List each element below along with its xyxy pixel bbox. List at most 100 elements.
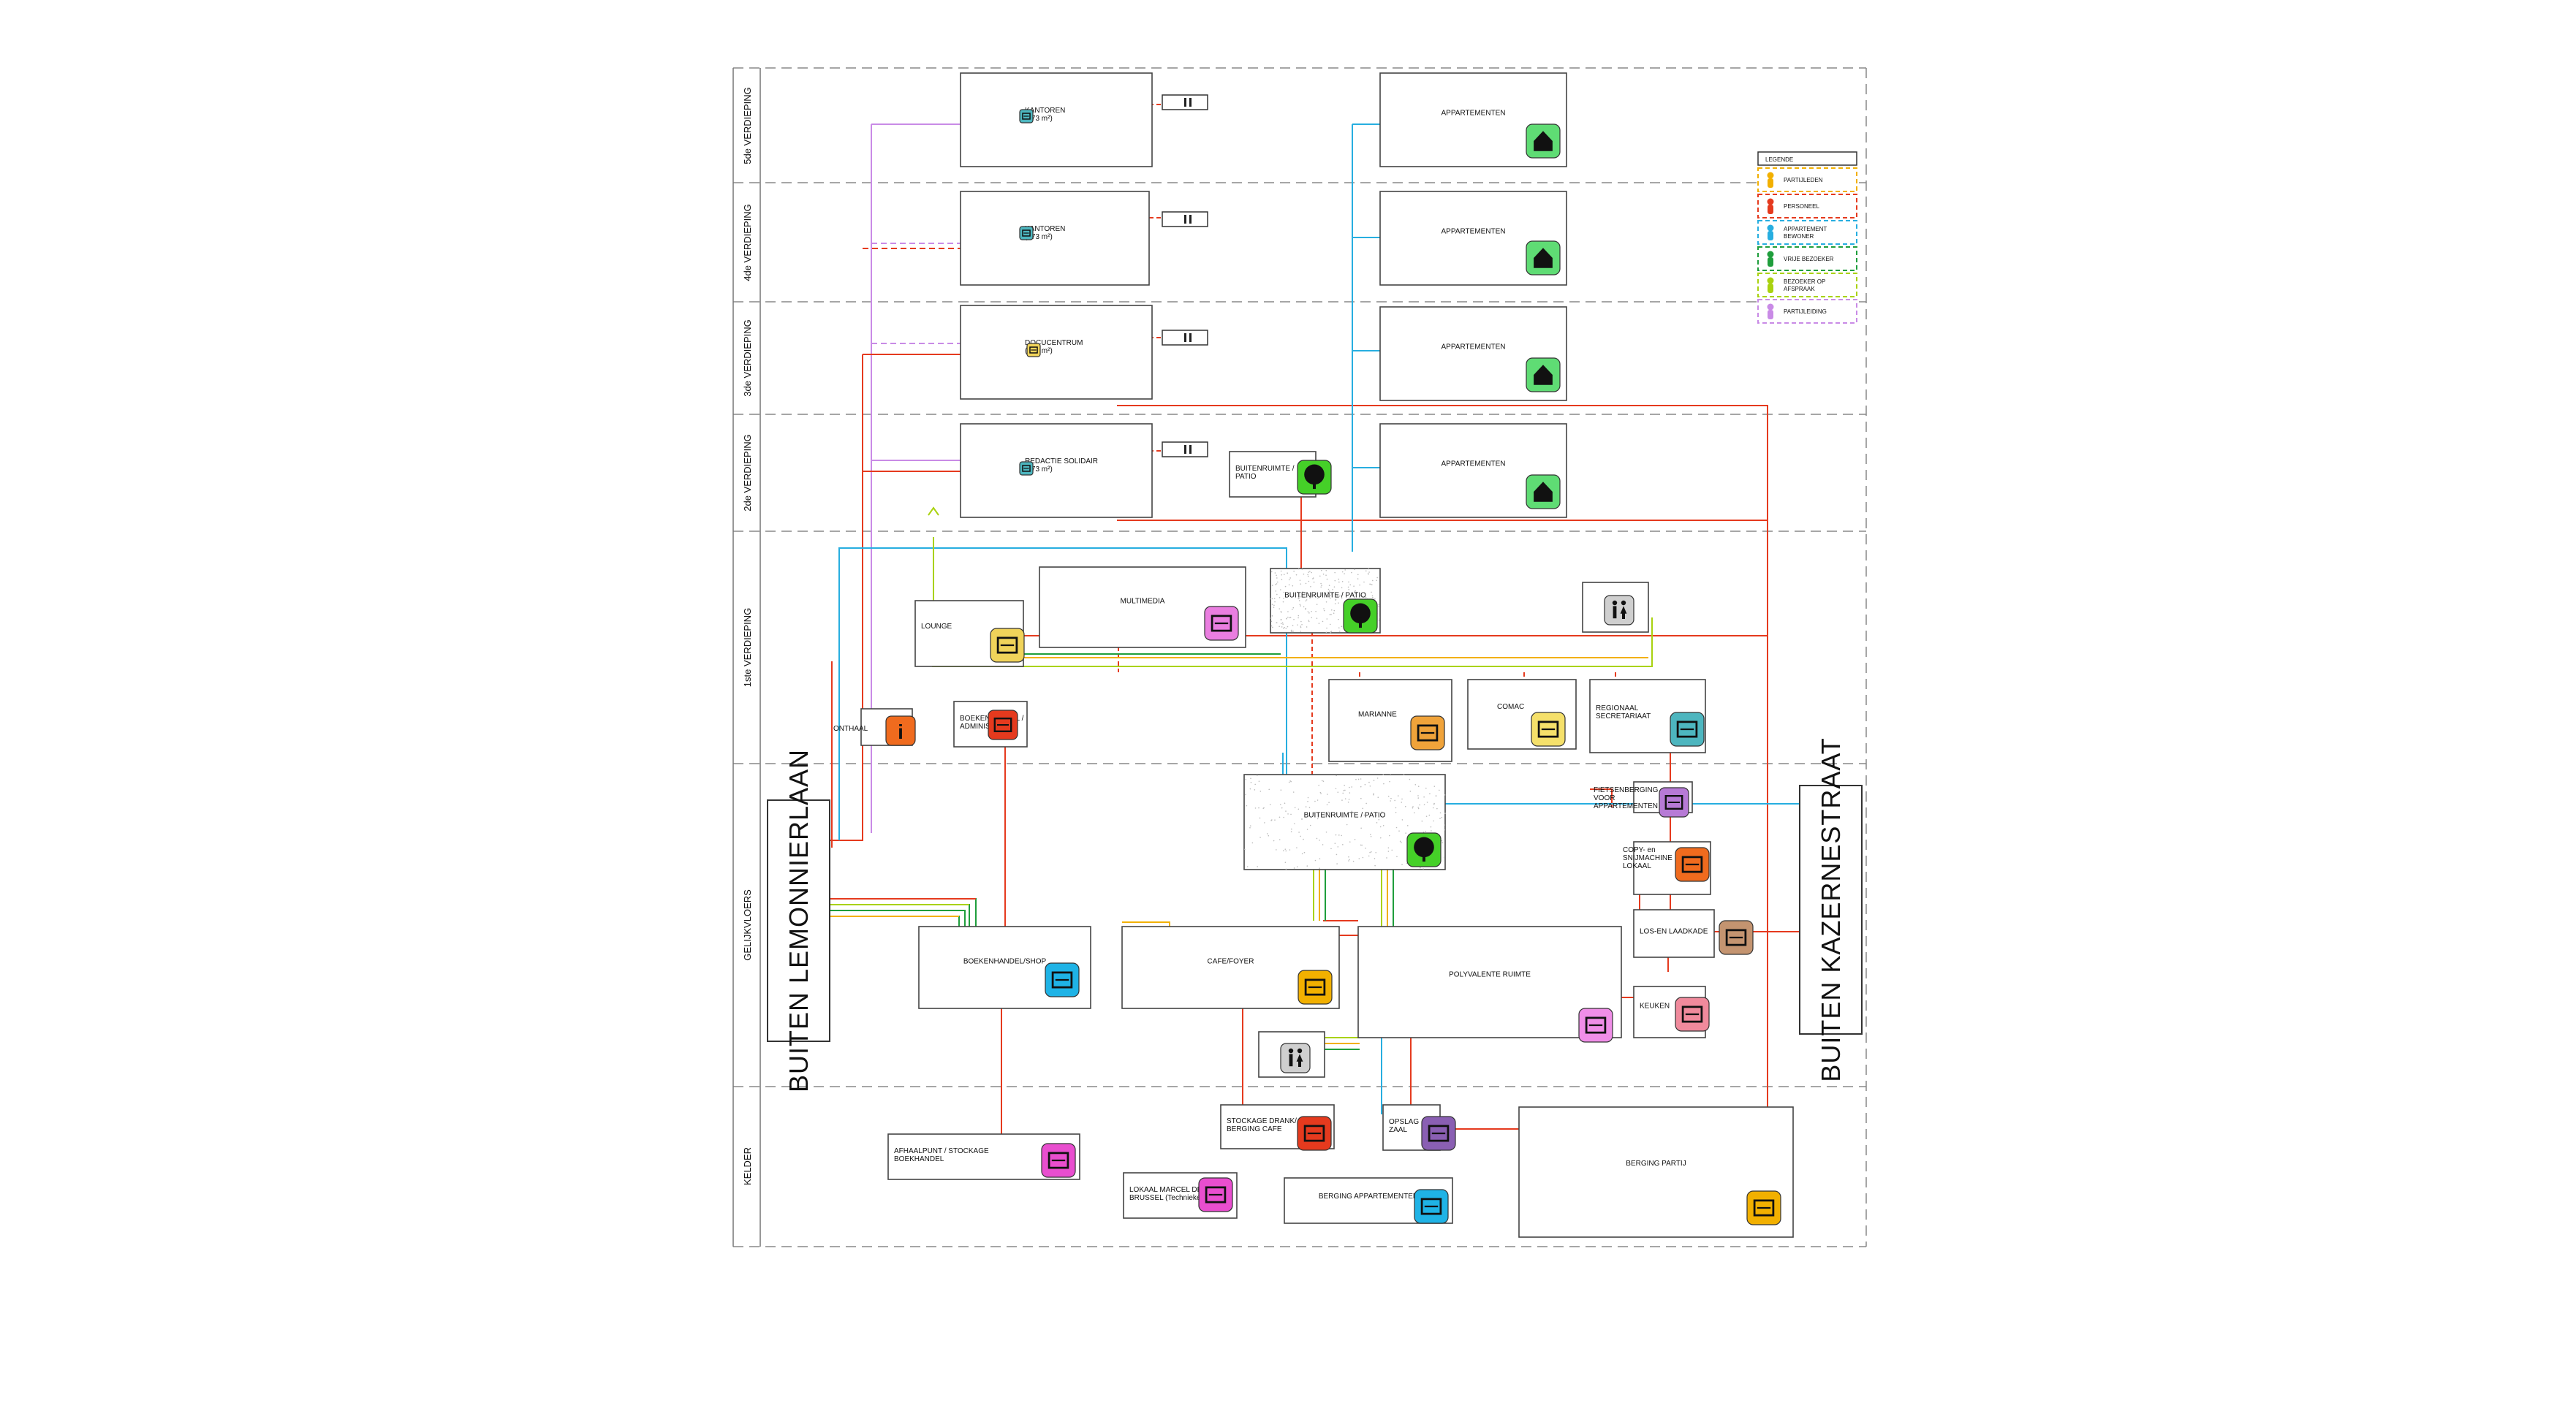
legend-item: BEZOEKER OPAFSPRAAK <box>1758 273 1857 297</box>
boxes-icon <box>1422 1117 1455 1150</box>
room-label: MARIANNE <box>1358 710 1397 718</box>
legend-label-cont: AFSPRAAK <box>1784 286 1815 292</box>
rooms-layer: KANTOREN(273 m²) APPARTEMENTEN KANTOREN(27… <box>833 73 1793 1237</box>
legend-label-cont: BEWONER <box>1784 233 1814 240</box>
room-label: LOKAAL <box>1623 862 1651 870</box>
room-label: AFHAALPUNT / STOCKAGE <box>894 1147 989 1155</box>
room-label: BOEKENHANDEL/SHOP <box>963 957 1047 965</box>
computer-icon <box>1670 712 1704 746</box>
office-icon <box>1020 462 1033 475</box>
floor-label-3: 3de VERDIEPING <box>742 319 753 397</box>
street-left-label: BUITEN LEMONNIERLAAN <box>784 749 814 1092</box>
room-label: LOUNGE <box>921 623 952 631</box>
boxes-icon <box>1414 1190 1448 1223</box>
floor-label-5: 5de VERDIEPING <box>742 87 753 164</box>
wc-tag-icons <box>1184 98 1192 454</box>
theatre-masks-icon <box>1579 1008 1613 1042</box>
room-label: KEUKEN <box>1640 1002 1670 1010</box>
floor-label-4: 4de VERDIEPING <box>742 204 753 281</box>
legend-label: BEZOEKER OP <box>1784 278 1825 285</box>
toilet-icon <box>1605 596 1634 625</box>
books-stack-icon <box>1042 1144 1075 1177</box>
truck-icon <box>1719 921 1753 954</box>
room-label: COPY- en <box>1623 846 1656 854</box>
legend-label: PERSONEEL <box>1784 203 1819 210</box>
room-docu3: DOCUCENTRUM(273 m²) <box>961 305 1152 399</box>
house-icon <box>1526 241 1560 275</box>
floor-label-1: 1ste VERDIEPING <box>742 608 753 687</box>
room-label: SNIJMACHINE <box>1623 854 1672 862</box>
legend-label: PARTIJLEDEN <box>1784 177 1823 183</box>
legend-title: LEGENDE <box>1765 156 1793 163</box>
room-label: REDACTIE SOLIDAIR <box>1025 457 1098 465</box>
room-label: PATIO <box>1235 473 1257 481</box>
room-label: APPARTEMENTEN <box>1442 343 1506 351</box>
room-redactie2: REDACTIE SOLIDAIR(273 m²) <box>961 424 1152 517</box>
room-label: BERGING APPARTEMENTEN <box>1319 1193 1418 1201</box>
room-label: APPARTEMENTEN <box>1442 228 1506 236</box>
room-label: BUITENRUIMTE / PATIO <box>1304 812 1386 820</box>
legend-label: APPARTEMENT <box>1784 226 1827 232</box>
copier-icon <box>1675 848 1709 881</box>
house-icon <box>1526 358 1560 392</box>
room-label: APPARTEMENTEN <box>1442 110 1506 118</box>
room-label: STOCKAGE DRANK/ <box>1227 1117 1297 1125</box>
room-label: BRUSSEL (Technieker) <box>1129 1194 1205 1202</box>
room-label: OPSLAG <box>1389 1118 1419 1126</box>
legend-item: APPARTEMENTBEWONER <box>1758 221 1857 244</box>
room-label: MULTIMEDIA <box>1121 598 1165 606</box>
street-right: BUITEN KAZERNESTRAAT <box>1800 737 1862 1081</box>
tree-icon <box>1407 833 1441 867</box>
cutlery-icon <box>1675 997 1709 1031</box>
floor-labels: 5de VERDIEPING 4de VERDIEPING 3de VERDIE… <box>742 87 753 1185</box>
room-label: REGIONAAL <box>1596 704 1639 712</box>
room-label: BUITENRUIMTE / PATIO <box>1284 592 1366 600</box>
coffee-icon <box>1298 970 1332 1004</box>
floor-label-0: GELIJKVLOERS <box>742 889 753 961</box>
street-right-label: BUITEN KAZERNESTRAAT <box>1816 737 1846 1081</box>
room-label: VOOR <box>1594 794 1615 802</box>
wc-tags <box>1162 95 1208 457</box>
marianne-icon <box>1411 716 1444 750</box>
lounge-chair-icon <box>990 628 1024 662</box>
house-icon <box>1526 124 1560 158</box>
office-icon <box>1020 227 1033 240</box>
legend-label: VRIJE BEZOEKER <box>1784 256 1834 262</box>
floor-label-k: KELDER <box>742 1147 753 1185</box>
svg-text:i: i <box>898 720 904 743</box>
bottles-icon <box>1298 1117 1331 1150</box>
room-label: FIETSENBERGING <box>1594 786 1659 794</box>
toilet-icon <box>1281 1043 1310 1073</box>
comac-icon <box>1531 712 1565 746</box>
legend-item: PARTIJLEIDING <box>1758 300 1857 323</box>
office-icon <box>1020 110 1033 123</box>
room-label: BUITENRUIMTE / <box>1235 465 1295 473</box>
legend-item: VRIJE BEZOEKER <box>1758 247 1857 270</box>
film-reel-icon <box>1205 607 1238 640</box>
computer-icon <box>1199 1178 1232 1212</box>
bicycle-icon <box>1659 788 1689 817</box>
room-label: BOEKHANDEL <box>894 1155 944 1163</box>
room-kantoren5: KANTOREN(273 m²) <box>961 73 1152 167</box>
boxes-icon <box>1747 1191 1781 1225</box>
legend-label: PARTIJLEIDING <box>1784 308 1827 315</box>
room-label: APPARTEMENTEN <box>1594 802 1658 810</box>
room-label: SECRETARIAAT <box>1596 712 1651 720</box>
room-label: POLYVALENTE RUIMTE <box>1449 970 1531 978</box>
floor-label-2: 2de VERDIEPING <box>742 434 753 512</box>
info-icon: i <box>886 716 915 745</box>
books-icon <box>1045 963 1079 997</box>
room-label: ZAAL <box>1389 1126 1407 1134</box>
room-label: BERGING CAFE <box>1227 1125 1282 1133</box>
room-label: LOKAAL MARCEL DE <box>1129 1186 1202 1194</box>
room-label: CAFE/FOYER <box>1208 957 1254 965</box>
room-label: LOS-EN LAADKADE <box>1640 928 1708 936</box>
room-kantoren4: KANTOREN(273 m²) <box>961 191 1149 285</box>
room-label: ONTHAAL <box>833 725 868 733</box>
legend-item: PARTIJLEDEN <box>1758 168 1857 191</box>
room-los: LOS-EN LAADKADE <box>1634 910 1714 957</box>
tree-icon <box>1344 599 1377 633</box>
tree-icon <box>1298 460 1331 494</box>
house-icon <box>1526 475 1560 509</box>
